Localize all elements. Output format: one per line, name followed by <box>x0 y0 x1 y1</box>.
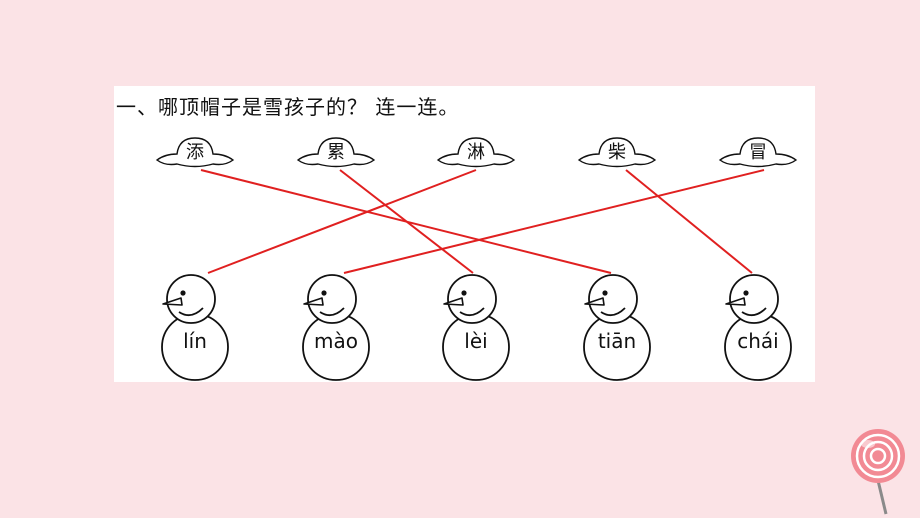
snowman-pinyin: chái <box>737 329 779 353</box>
snowman-icon <box>724 274 792 381</box>
snowman-3[interactable]: lèi <box>436 274 516 384</box>
hat-shape-icon <box>577 137 657 168</box>
snowman-icon <box>161 274 229 381</box>
hat-shape-icon <box>296 137 376 168</box>
hat-character: 淋 <box>467 142 485 163</box>
snowman-pinyin: lín <box>183 329 207 353</box>
hat-2[interactable]: 累 <box>296 134 376 174</box>
hat-shape-icon <box>718 137 798 168</box>
connection-line <box>207 169 477 274</box>
question-text: 一、哪顶帽子是雪孩子的？ 连一连。 <box>116 95 460 119</box>
snowman-icon <box>442 274 510 381</box>
snowman-icon <box>583 274 651 381</box>
snowman-4[interactable]: tiān <box>577 274 657 384</box>
snowman-pinyin: tiān <box>597 329 637 353</box>
hat-shape-icon <box>155 137 235 168</box>
hat-3[interactable]: 淋 <box>436 134 516 174</box>
lollipop-icon <box>851 429 905 515</box>
connection-line <box>339 169 474 274</box>
hat-character: 冒 <box>749 142 767 163</box>
hat-4[interactable]: 柴 <box>577 134 657 174</box>
snowman-2[interactable]: mào <box>296 274 376 384</box>
snowman-icon <box>302 274 370 381</box>
hat-character: 柴 <box>608 142 626 163</box>
snowman-5[interactable]: chái <box>718 274 798 384</box>
hat-character: 累 <box>327 142 345 163</box>
hat-1[interactable]: 添 <box>155 134 235 174</box>
connection-line <box>343 169 765 274</box>
snowman-pinyin: mào <box>314 329 358 353</box>
hat-character: 添 <box>186 142 204 163</box>
hat-shape-icon <box>436 137 516 168</box>
hat-5[interactable]: 冒 <box>718 134 798 174</box>
snowman-pinyin: lèi <box>464 329 488 353</box>
connection-line <box>625 169 753 274</box>
snowman-1[interactable]: lín <box>155 274 235 384</box>
